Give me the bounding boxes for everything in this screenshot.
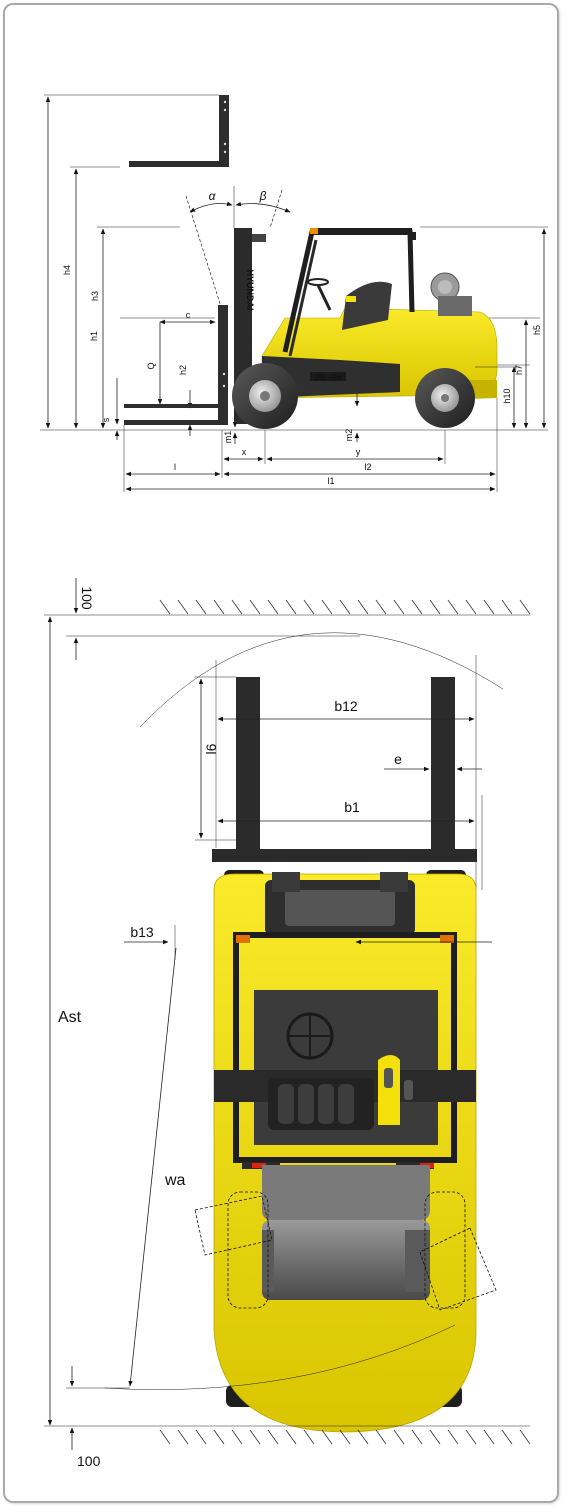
label-wa: wa (164, 1172, 186, 1189)
label-m2: m2 (344, 429, 354, 442)
label-m1: m1 (223, 431, 233, 444)
label-h5: h5 (532, 325, 542, 335)
label-h3: h3 (90, 291, 100, 301)
side-view: h4 h3 h1 Q c h2 s α β HYUNDAI (40, 94, 548, 492)
label-l6: l6 (203, 743, 219, 754)
bottom-wall-hatch (159, 1429, 531, 1445)
label-c: c (186, 310, 191, 320)
label-alpha: α (209, 189, 217, 203)
label-Q: Q (146, 362, 156, 369)
label-top-clearance: 100 (79, 586, 95, 610)
label-Ast: Ast (58, 1009, 82, 1026)
model-badge: 25L-7m (313, 373, 341, 382)
label-l2: l2 (364, 462, 371, 472)
dim-wa (128, 947, 177, 1387)
label-beta: β (259, 189, 267, 203)
raised-fork (129, 95, 229, 167)
turning-arc-bottom (104, 1324, 456, 1390)
dim-alpha (189, 201, 233, 213)
turning-arc-top (139, 632, 504, 728)
lowered-forks (124, 305, 228, 425)
label-b12: b12 (334, 698, 358, 714)
rear-wheel (415, 368, 475, 428)
label-h2: h2 (178, 365, 188, 375)
top-wall-hatch (159, 599, 531, 615)
label-b13: b13 (130, 924, 154, 940)
label-l1: l1 (327, 476, 334, 486)
mast-brand-text: HYUNDAI (245, 269, 255, 310)
dim-beta (235, 201, 291, 213)
label-h1: h1 (89, 331, 99, 341)
label-y: y (356, 447, 361, 457)
truck-top-body (194, 870, 497, 1433)
label-b1: b1 (344, 799, 360, 815)
label-l: l (174, 462, 176, 472)
label-x: x (242, 447, 247, 457)
top-view: 100 Ast l6 b12 e b1 (44, 578, 531, 1469)
label-e: e (394, 751, 402, 767)
label-s: s (101, 417, 111, 422)
label-h4: h4 (62, 265, 72, 275)
front-wheel (232, 363, 298, 429)
label-h10: h10 (502, 388, 512, 403)
label-bottom-clearance: 100 (77, 1453, 101, 1469)
label-h7: h7 (514, 365, 524, 375)
